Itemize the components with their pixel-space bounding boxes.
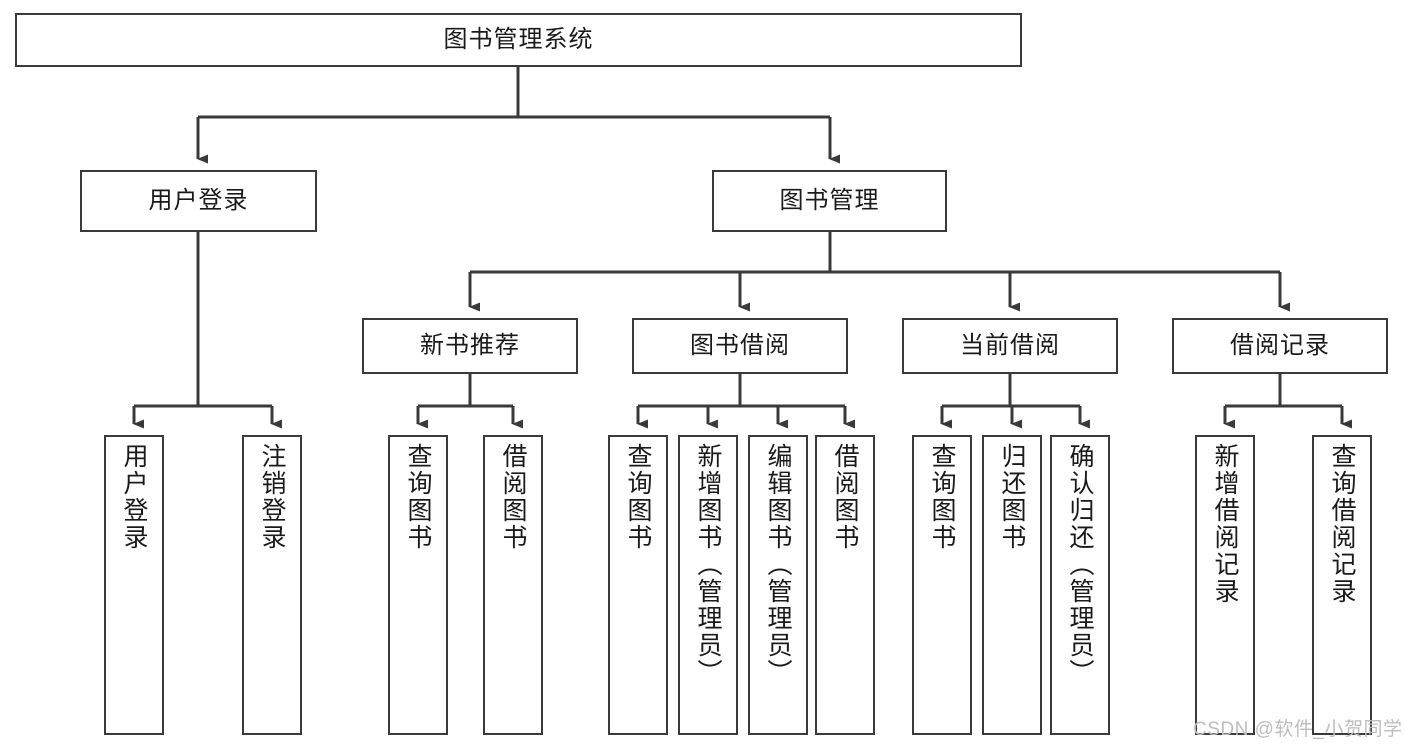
node-leaf-borrow-borrow-book[interactable]: 借阅图书 <box>815 435 875 735</box>
node-leaf-user-logout[interactable]: 注销登录 <box>242 435 302 735</box>
node-label: 图书管理系统 <box>443 25 594 53</box>
node-leaf-record-query[interactable]: 查询借阅记录 <box>1312 435 1372 735</box>
node-label: 用户登录 <box>120 443 148 551</box>
node-leaf-current-confirm-return[interactable]: 确认归还（管理员） <box>1050 435 1110 735</box>
node-label: 新书推荐 <box>420 331 520 359</box>
node-leaf-user-login[interactable]: 用户登录 <box>104 435 164 735</box>
node-label: 注销登录 <box>258 443 286 551</box>
node-label: 编辑图书（管理员） <box>764 443 792 686</box>
node-label: 查询图书 <box>624 443 652 551</box>
node-book-manage[interactable]: 图书管理 <box>712 170 947 232</box>
node-label: 用户登录 <box>148 186 249 214</box>
node-label: 借阅图书 <box>499 443 527 551</box>
node-user-login[interactable]: 用户登录 <box>80 170 317 232</box>
node-label: 查询图书 <box>404 443 432 551</box>
node-root[interactable]: 图书管理系统 <box>15 13 1022 67</box>
node-label: 新增借阅记录 <box>1211 443 1239 605</box>
node-book-borrow[interactable]: 图书借阅 <box>632 318 848 374</box>
node-label: 借阅记录 <box>1230 331 1330 359</box>
node-label: 当前借阅 <box>960 331 1060 359</box>
node-label: 借阅图书 <box>831 443 859 551</box>
node-label: 确认归还（管理员） <box>1066 443 1094 686</box>
node-leaf-rec-query-book[interactable]: 查询图书 <box>388 435 448 735</box>
node-leaf-record-add[interactable]: 新增借阅记录 <box>1195 435 1255 735</box>
node-label: 图书借阅 <box>690 331 790 359</box>
node-label: 查询图书 <box>928 443 956 551</box>
node-leaf-current-return-book[interactable]: 归还图书 <box>982 435 1042 735</box>
node-label: 归还图书 <box>998 443 1026 551</box>
node-label: 查询借阅记录 <box>1328 443 1356 605</box>
node-leaf-rec-borrow-book[interactable]: 借阅图书 <box>483 435 543 735</box>
node-leaf-borrow-add-book[interactable]: 新增图书（管理员） <box>678 435 738 735</box>
node-label: 新增图书（管理员） <box>694 443 722 686</box>
node-new-book-rec[interactable]: 新书推荐 <box>362 318 578 374</box>
node-leaf-borrow-query-book[interactable]: 查询图书 <box>608 435 668 735</box>
node-current-borrow[interactable]: 当前借阅 <box>902 318 1118 374</box>
node-leaf-borrow-edit-book[interactable]: 编辑图书（管理员） <box>748 435 808 735</box>
node-borrow-record[interactable]: 借阅记录 <box>1172 318 1388 374</box>
node-label: 图书管理 <box>779 186 880 214</box>
node-leaf-current-query-book[interactable]: 查询图书 <box>912 435 972 735</box>
